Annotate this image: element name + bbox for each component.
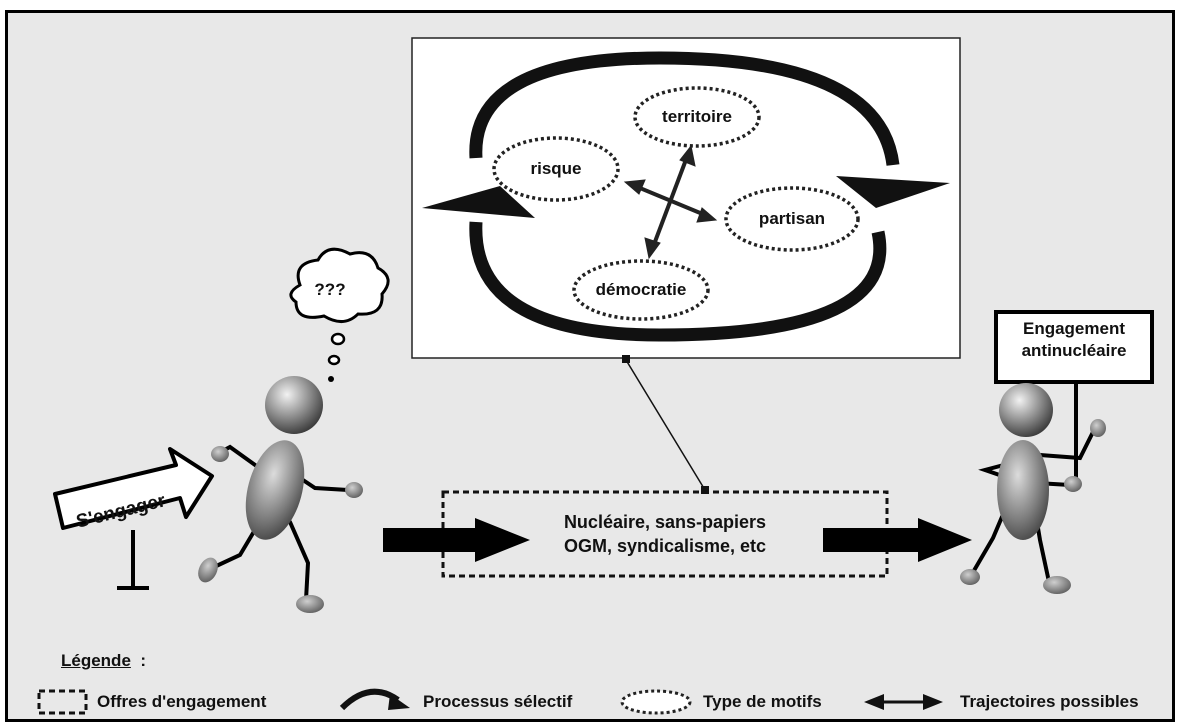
end-sign-line-2: antinucléaire bbox=[1021, 341, 1127, 360]
motif-label-democratie: démocratie bbox=[595, 280, 687, 299]
selective-process-cycle-arc bbox=[469, 51, 900, 166]
dashed-box-icon bbox=[37, 689, 88, 715]
double-arrow-icon bbox=[864, 694, 943, 710]
figure-left-hand-2 bbox=[345, 482, 363, 498]
flow-arrow-left bbox=[383, 518, 530, 562]
figure-left-foot bbox=[198, 557, 218, 583]
end-sign-line-1: Engagement bbox=[1022, 319, 1126, 338]
curved-arrow-icon bbox=[339, 688, 410, 711]
offers-line-1: Nucléaire, sans-papiers bbox=[563, 512, 767, 532]
selective-process-cycle-arc-bottom bbox=[469, 221, 887, 342]
legend-title-separator: : bbox=[140, 651, 147, 670]
figure-left-head bbox=[265, 376, 323, 434]
figure-right-head bbox=[999, 383, 1053, 437]
dotted-ellipse-icon bbox=[620, 689, 692, 715]
figure-left-hand bbox=[211, 446, 229, 462]
thought-text: ??? bbox=[314, 280, 346, 299]
flow-arrow-right bbox=[823, 518, 972, 562]
trajectories-cross-icon bbox=[623, 144, 718, 260]
connector-line bbox=[625, 359, 706, 491]
figure-right-hand-2 bbox=[1064, 476, 1082, 492]
end-sign-label: Engagement antinucléaire bbox=[996, 318, 1152, 362]
motif-ellipse-territoire bbox=[633, 86, 761, 148]
motif-label-partisan: partisan bbox=[758, 209, 826, 228]
sign-holding-figure bbox=[960, 310, 1154, 594]
start-signpost bbox=[53, 447, 214, 590]
cycle-arrowhead-left bbox=[422, 186, 535, 218]
cycle-arrowhead-right bbox=[836, 176, 950, 208]
motif-ellipse-risque bbox=[492, 136, 620, 202]
legend-title: Légende : bbox=[61, 651, 146, 671]
motif-ellipse-partisan bbox=[724, 186, 860, 252]
end-sign-board bbox=[994, 310, 1154, 384]
offers-line-2: OGM, syndicalisme, etc bbox=[563, 536, 767, 556]
figure-right-foot bbox=[960, 569, 980, 585]
figure-right-body bbox=[997, 440, 1049, 540]
offers-text: Nucléaire, sans-papiers OGM, syndicalism… bbox=[443, 510, 887, 558]
figure-right-hand bbox=[1090, 419, 1106, 437]
legend-label-offers: Offres d'engagement bbox=[97, 692, 267, 711]
figure-right-foot-2 bbox=[1043, 576, 1071, 594]
figure-left-body bbox=[245, 440, 305, 540]
legend-label-trajectories: Trajectoires possibles bbox=[960, 692, 1139, 711]
thought-bubble bbox=[289, 247, 390, 382]
motif-label-territoire: territoire bbox=[662, 107, 732, 126]
legend-label-process: Processus sélectif bbox=[423, 692, 573, 711]
motifs-cycle-box bbox=[411, 37, 961, 359]
legend-title-text: Légende bbox=[61, 651, 131, 670]
motif-label-risque: risque bbox=[530, 159, 582, 178]
figure-left-foot-2 bbox=[296, 595, 324, 613]
motif-ellipse-democratie bbox=[572, 259, 710, 321]
start-sign-arrow bbox=[53, 447, 214, 530]
legend-label-motifs: Type de motifs bbox=[703, 692, 822, 711]
